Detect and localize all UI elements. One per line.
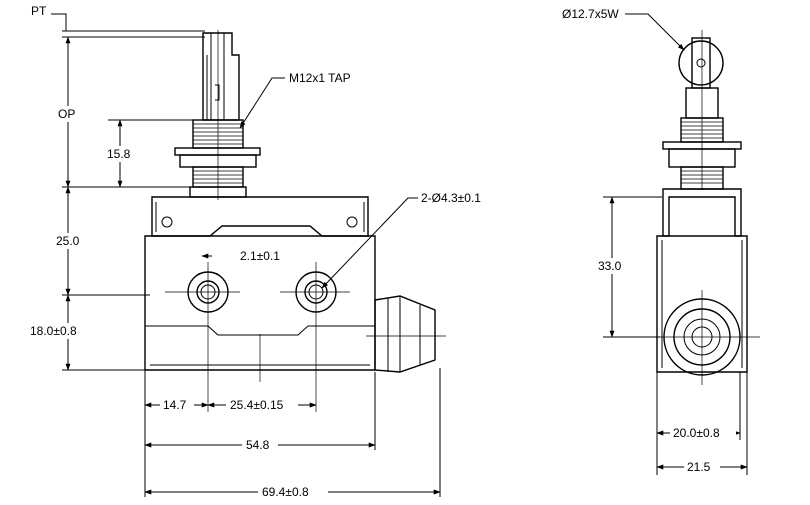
label-18-0: 18.0±0.8: [30, 324, 77, 338]
label-25-4: 25.4±0.15: [230, 398, 284, 412]
label-14-7: 14.7: [163, 398, 187, 412]
label-25-0: 25.0: [56, 234, 80, 248]
label-15-8: 15.8: [107, 147, 131, 161]
label-roller: Ø12.7x5W: [562, 7, 619, 21]
side-view: [650, 30, 760, 385]
roller: [678, 37, 724, 89]
mounting-bracket: [151, 196, 369, 237]
label-21-5: 21.5: [687, 460, 711, 474]
label-thread: M12x1 TAP: [289, 71, 351, 85]
plunger: [202, 32, 240, 121]
threaded-bushing: [174, 119, 261, 198]
label-33-0: 33.0: [598, 259, 622, 273]
label-pt: PT: [31, 4, 47, 18]
cable-gland: [374, 295, 436, 373]
label-holes: 2-Ø4.3±0.1: [421, 191, 481, 205]
dimension-labels: PT OP M12x1 TAP 15.8 25.0 18.0±0.8 2.1±0…: [28, 4, 736, 500]
label-69-4: 69.4±0.8: [262, 485, 309, 499]
label-54-8: 54.8: [246, 438, 270, 452]
label-20-0: 20.0±0.8: [673, 426, 720, 440]
label-op: OP: [58, 107, 75, 121]
label-2-1: 2.1±0.1: [240, 249, 280, 263]
side-dimensions: [603, 13, 748, 475]
front-view: [144, 30, 446, 412]
